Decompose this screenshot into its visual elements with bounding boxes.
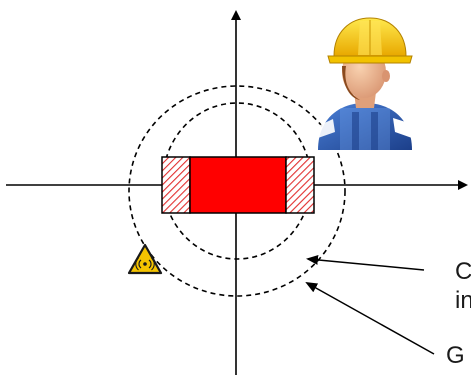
outer-zone-label: G (446, 342, 465, 369)
inner-zone-label-line2: in (455, 287, 471, 314)
inner-zone-leader (306, 254, 425, 271)
radiation-warning-icon (127, 243, 163, 275)
device-block (161, 156, 315, 214)
worker-icon (318, 17, 413, 150)
outer-zone-leader (305, 282, 435, 355)
outer-zone-circle (128, 85, 346, 297)
inner-zone-label: C (455, 258, 471, 285)
